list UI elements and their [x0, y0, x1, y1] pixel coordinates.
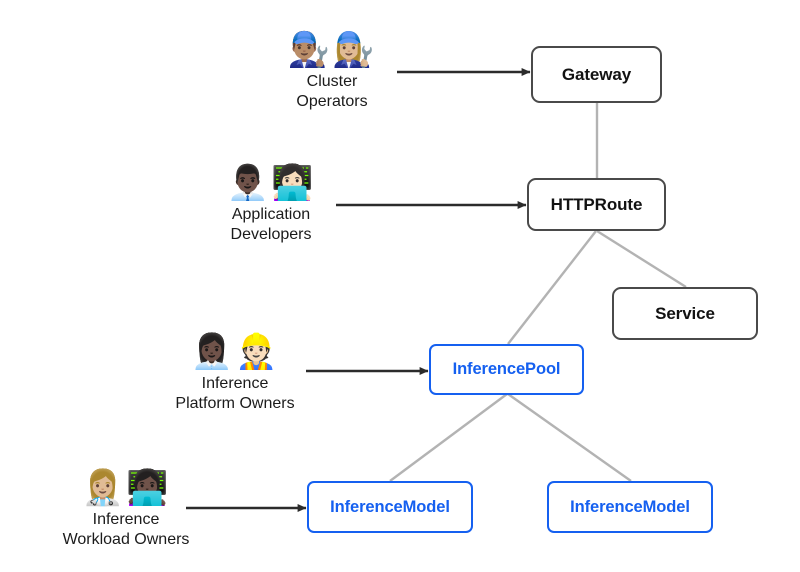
- application-developers-icon: 👨🏿‍💼👩🏻‍💻: [226, 163, 316, 203]
- persona-inference-workload-owners[interactable]: 👩🏼‍⚕️👩🏿‍💻 Inference Workload Owners: [53, 468, 199, 550]
- persona-cluster-operators-label: Cluster Operators: [296, 73, 368, 110]
- persona-application-developers[interactable]: 👨🏿‍💼👩🏻‍💻 Application Developers: [210, 163, 332, 245]
- node-service[interactable]: Service: [612, 287, 758, 340]
- node-httproute-label: HTTPRoute: [550, 194, 643, 214]
- node-inferencemodel-right[interactable]: InferenceModel: [547, 481, 713, 533]
- node-inferencepool-label: InferencePool: [452, 360, 561, 378]
- node-inferencemodel-right-label: InferenceModel: [570, 497, 690, 516]
- relation-httproute-service: [596, 229, 687, 289]
- persona-cluster-operators[interactable]: 👨🏽‍🔧👩🏼‍🔧 Cluster Operators: [271, 30, 393, 112]
- node-inferencemodel-left-label: InferenceModel: [330, 497, 450, 516]
- persona-inference-platform-owners[interactable]: 👩🏿‍💼👷🏻 Inference Platform Owners: [165, 332, 305, 414]
- relation-httproute-inferencepool: [507, 230, 597, 345]
- relation-inferencepool-inferencemodel-right: [507, 393, 632, 482]
- inference-workload-owners-icon: 👩🏼‍⚕️👩🏿‍💻: [81, 468, 171, 508]
- cluster-operators-icon: 👨🏽‍🔧👩🏼‍🔧: [287, 30, 377, 70]
- persona-inference-platform-owners-label: Inference Platform Owners: [175, 375, 295, 412]
- node-inferencepool[interactable]: InferencePool: [429, 344, 584, 395]
- persona-inference-workload-owners-label: Inference Workload Owners: [62, 511, 190, 548]
- node-service-label: Service: [655, 303, 715, 323]
- node-gateway-label: Gateway: [561, 64, 632, 84]
- node-httproute[interactable]: HTTPRoute: [527, 178, 666, 231]
- node-gateway[interactable]: Gateway: [531, 46, 662, 103]
- inference-platform-owners-icon: 👩🏿‍💼👷🏻: [190, 332, 280, 372]
- persona-application-developers-label: Application Developers: [230, 206, 312, 243]
- relation-inferencepool-inferencemodel-left: [389, 393, 508, 482]
- node-inferencemodel-left[interactable]: InferenceModel: [307, 481, 473, 533]
